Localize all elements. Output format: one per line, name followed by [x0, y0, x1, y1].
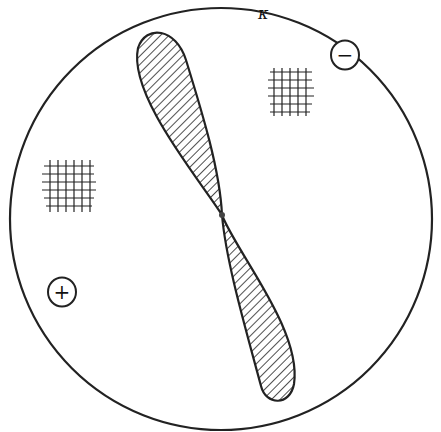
sign-circle: −: [329, 39, 361, 71]
upper-lobe: [137, 33, 222, 215]
grid-patch: [268, 68, 314, 116]
sign-circle: +: [46, 276, 78, 308]
sign-text: −: [337, 45, 354, 65]
letter-label: κ: [258, 4, 269, 23]
lower-lobe: [222, 215, 295, 401]
sign-text: +: [54, 282, 71, 302]
center-knot: [219, 212, 225, 218]
field-circle: [10, 8, 432, 430]
grid-patch: [42, 160, 96, 212]
